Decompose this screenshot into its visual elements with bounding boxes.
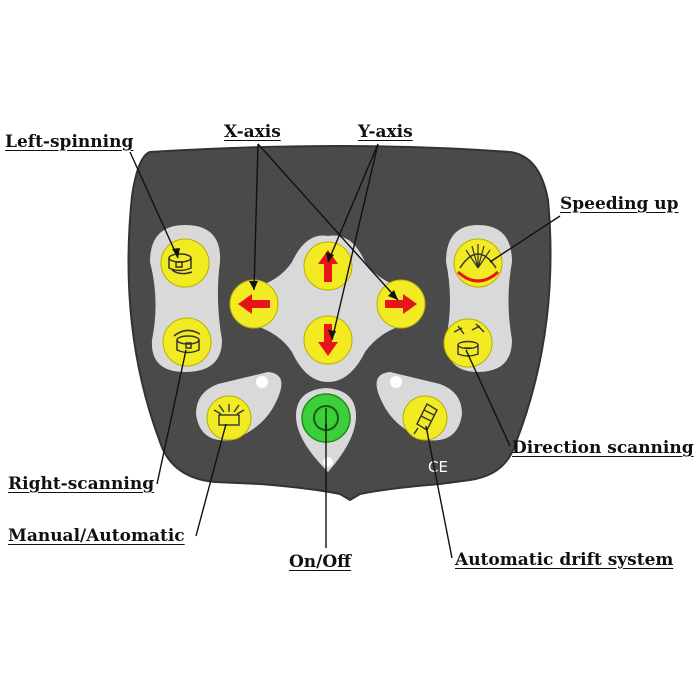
laser-mode-icon	[213, 404, 245, 426]
leader-y-axis-down	[331, 143, 379, 341]
indicator-led-power	[323, 457, 333, 467]
leader-x-axis-right	[257, 143, 399, 301]
y-axis-up-button[interactable]	[303, 241, 353, 291]
label-automatic-drift-system: Automatic drift system	[455, 550, 674, 570]
label-x-axis: X-axis	[224, 122, 281, 142]
x-axis-right-button[interactable]	[376, 279, 426, 329]
manual-automatic-button[interactable]	[206, 395, 252, 441]
rotate-right-icon	[173, 329, 201, 354]
leader-lines	[129, 143, 561, 559]
label-direction-scanning: Direction scanning	[512, 438, 694, 458]
arrow-left-icon	[238, 294, 270, 314]
speeding-up-button[interactable]	[453, 238, 503, 288]
speed-fan-icon	[456, 244, 500, 283]
automatic-drift-button[interactable]	[402, 395, 448, 441]
label-y-axis: Y-axis	[358, 122, 413, 142]
ce-mark: CE	[428, 458, 448, 476]
leader-direction-scanning	[465, 349, 511, 447]
leader-arrowheads	[172, 248, 398, 340]
leader-speeding-up	[489, 215, 561, 263]
leader-manual-automatic	[195, 423, 227, 537]
indicator-led-right	[390, 376, 402, 388]
label-manual-automatic: Manual/Automatic	[8, 526, 185, 546]
arrow-down-icon	[318, 324, 338, 356]
label-speeding-up: Speeding up	[560, 194, 679, 214]
leader-right-scanning	[156, 349, 187, 485]
leader-y-axis-up	[327, 143, 379, 263]
y-axis-down-button[interactable]	[303, 315, 353, 365]
indicator-led-left	[256, 376, 268, 388]
label-on-off: On/Off	[289, 552, 352, 572]
leader-automatic-drift	[425, 425, 453, 559]
rotate-left-icon	[168, 253, 193, 275]
direction-scanning-button[interactable]	[443, 318, 493, 368]
label-right-scanning: Right-scanning	[8, 474, 155, 494]
right-scanning-button[interactable]	[162, 317, 212, 367]
left-spinning-button[interactable]	[160, 238, 210, 288]
drift-probe-icon	[413, 403, 438, 435]
leader-left-spinning	[129, 151, 179, 259]
leader-x-axis-left	[253, 143, 259, 291]
x-axis-left-button[interactable]	[229, 279, 279, 329]
label-left-spinning: Left-spinning	[5, 132, 134, 152]
arrow-right-icon	[385, 294, 417, 314]
arrow-up-icon	[318, 250, 338, 282]
arrow-pad-housing	[231, 235, 425, 382]
